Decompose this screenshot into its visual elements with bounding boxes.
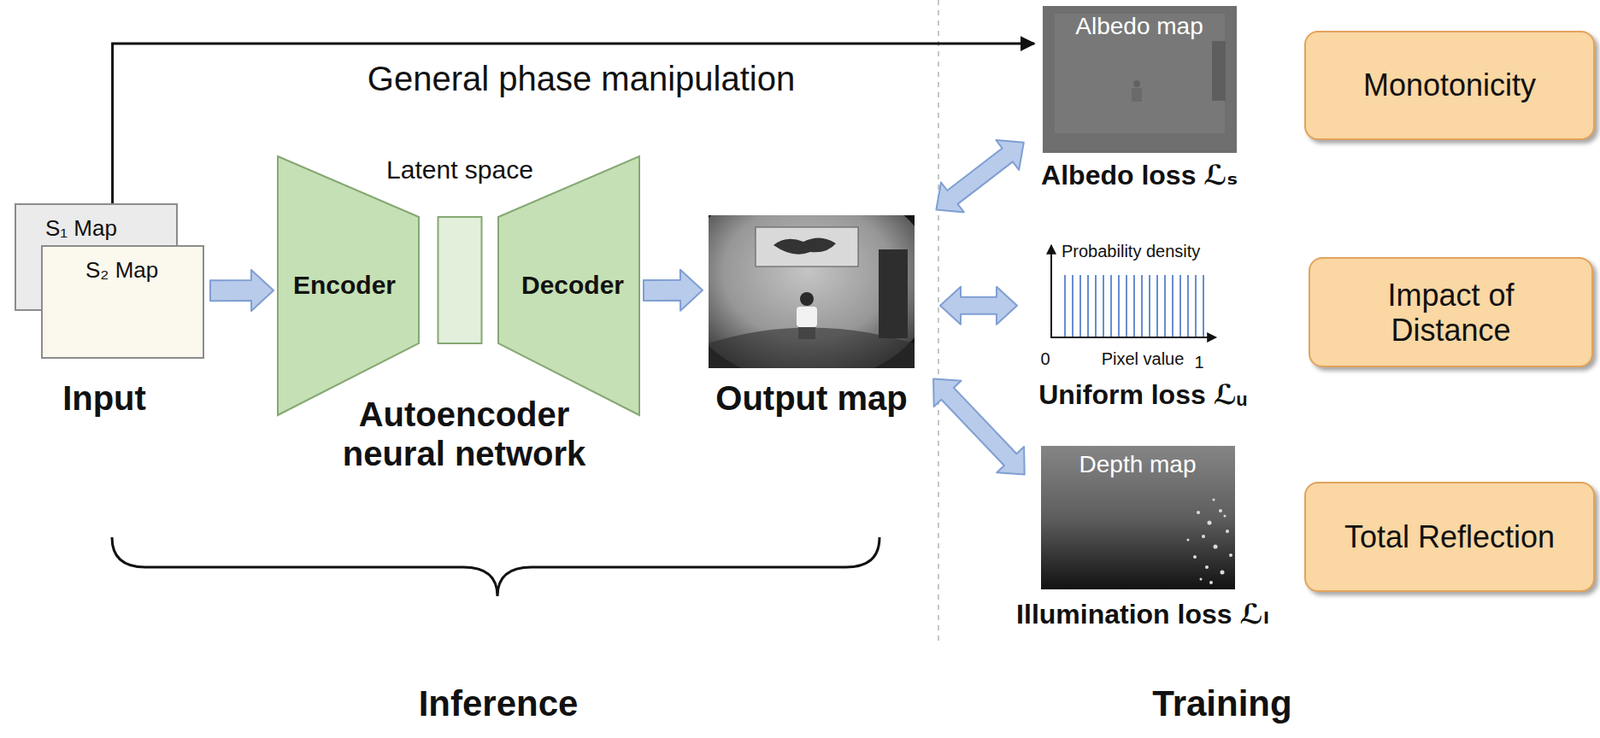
x-axis xyxy=(1050,336,1217,339)
node-text: Monotonicity xyxy=(1321,67,1578,103)
inference-brace xyxy=(111,537,880,597)
output-photo xyxy=(708,215,915,369)
histogram-bars xyxy=(1064,275,1204,337)
photo-person-head xyxy=(1133,80,1141,88)
property-box: Impact of Distance xyxy=(1308,257,1594,368)
albedo-photo xyxy=(1042,5,1237,153)
node-text: Output map xyxy=(715,378,907,418)
block-arrow xyxy=(210,270,274,312)
photo-person-body xyxy=(1131,88,1142,102)
encoder-block: Encoder xyxy=(277,156,419,416)
edge-label: General phase manipulation xyxy=(364,58,799,99)
node-caption: Illumination loss ℒₗ xyxy=(1016,599,1270,631)
block-arrow xyxy=(940,287,1018,325)
node-text: S₁ Map xyxy=(45,216,118,242)
y-axis xyxy=(1050,245,1053,339)
section-title: Training xyxy=(1152,683,1292,725)
node-text: Total Reflection xyxy=(1321,519,1578,555)
node-text: Probability density xyxy=(1061,241,1200,262)
part-label: Autoencoder neural network xyxy=(331,394,597,474)
node-caption: 1 xyxy=(1194,352,1204,373)
decoder-block: Decoder xyxy=(498,156,640,416)
section-title: Inference xyxy=(418,683,579,725)
phase-arrow xyxy=(112,43,1035,204)
block-arrow xyxy=(643,270,703,312)
photo-door xyxy=(878,249,908,339)
photo-vignette xyxy=(708,215,915,369)
node-caption: Uniform loss ℒᵤ xyxy=(1038,379,1248,412)
property-box: Monotonicity xyxy=(1304,30,1595,141)
depth-photo xyxy=(1041,446,1236,590)
photo-person-body xyxy=(796,306,818,328)
uniform-histogram: Probability density0Pixel value1Uniform … xyxy=(1035,241,1233,377)
node-caption: Pixel value xyxy=(1101,349,1185,370)
node-text: Impact of Distance xyxy=(1340,276,1563,348)
photo-person-legs xyxy=(798,327,816,340)
node-text: Encoder xyxy=(293,270,396,301)
part-label: Input xyxy=(62,378,147,418)
depth-image: Depth mapIllumination loss ℒₗ xyxy=(1041,446,1236,590)
section-divider xyxy=(937,0,940,643)
node-text: Decoder xyxy=(521,270,624,301)
block-arrow xyxy=(935,140,1024,212)
depth-noise xyxy=(1187,499,1234,586)
node-text: S₂ Map xyxy=(85,258,159,284)
photo-painting xyxy=(755,227,859,267)
photo-person-head xyxy=(800,292,814,306)
node-text: Albedo map xyxy=(1075,12,1203,41)
node-caption: 0 xyxy=(1040,349,1050,370)
output-image: Output map xyxy=(708,215,915,369)
trapezoid-shape xyxy=(277,156,419,416)
latent-rect xyxy=(438,217,483,344)
photo-ground xyxy=(1041,446,1236,590)
input-map: S₂ Map xyxy=(41,245,205,359)
node-text: Latent space xyxy=(386,155,534,186)
photo-painting-blob xyxy=(773,237,836,254)
trapezoid-shape xyxy=(498,156,640,416)
node-caption: Albedo loss ℒₛ xyxy=(1041,159,1238,192)
photo-ground xyxy=(1042,5,1237,153)
block-arrow xyxy=(933,378,1025,475)
albedo-image: Albedo mapAlbedo loss ℒₛ xyxy=(1042,5,1237,153)
property-box: Total Reflection xyxy=(1304,482,1595,593)
node-text: Depth map xyxy=(1079,451,1197,479)
photo-door xyxy=(1211,41,1226,101)
